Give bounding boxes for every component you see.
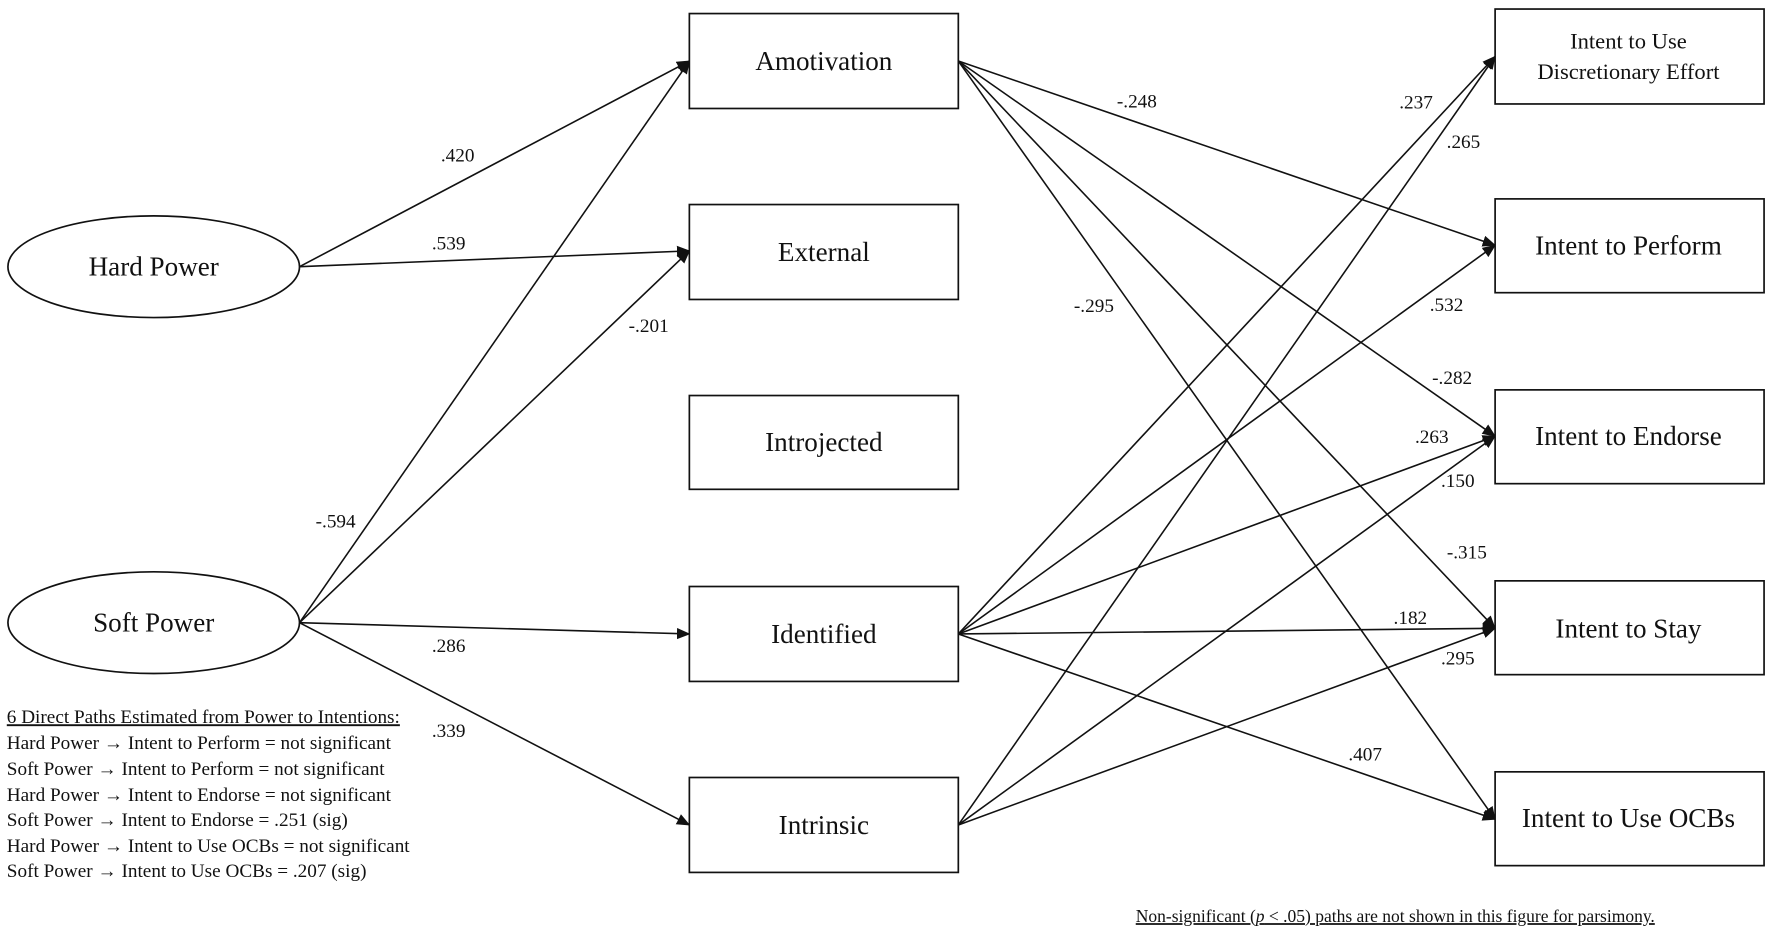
path-arrows: [298, 55, 1497, 826]
path-coefficient: .150: [1441, 471, 1475, 492]
path-coefficient: .182: [1394, 608, 1428, 629]
path-arrow-soft-power-to-amotivation: [298, 60, 691, 624]
footnote: Non-significant (p < .05) paths are not …: [1136, 906, 1655, 926]
path-coefficient: -.295: [1074, 296, 1114, 317]
path-coefficient: .263: [1415, 427, 1449, 448]
path-arrow-amotivation-to-endorse: [957, 60, 1497, 437]
path-arrow-hard-power-to-amotivation: [299, 60, 691, 268]
path-coefficient: .265: [1447, 132, 1481, 153]
node-identified: Identified: [688, 585, 960, 683]
path-coefficients: .420 .539 -.594 -.201 .286 .339 -.248 -.282 -.31…: [316, 91, 1487, 765]
legend-line: Soft Power → Intent to Perform = not sig…: [7, 759, 385, 780]
footnote-italic: p: [1254, 906, 1265, 926]
node-soft-power: Soft Power: [7, 570, 301, 675]
node-external: External: [688, 203, 960, 301]
node-label: Intrinsic: [779, 810, 869, 840]
node-label: Identified: [771, 619, 877, 649]
path-arrow-identified-to-discretionary: [957, 55, 1496, 635]
node-label: Intent to Stay: [1555, 613, 1702, 643]
path-coefficient: -.594: [316, 512, 356, 533]
node-label: Hard Power: [89, 252, 219, 282]
path-arrow-intrinsic-to-discretionary: [957, 55, 1496, 826]
node-hard-power: Hard Power: [7, 214, 301, 319]
legend-title: 6 Direct Paths Estimated from Power to I…: [7, 707, 400, 728]
node-amotivation: Amotivation: [688, 12, 960, 110]
node-label: Intent to Perform: [1535, 230, 1722, 260]
footnote-after: < .05) paths are not shown in this figur…: [1265, 906, 1655, 926]
node-intent-to-endorse: Intent to Endorse: [1494, 389, 1765, 485]
path-arrow-amotivation-to-perform: [958, 60, 1497, 247]
legend-line: Hard Power → Intent to Perform = not sig…: [7, 733, 392, 754]
node-label: Amotivation: [755, 46, 892, 76]
path-coefficient: .339: [432, 721, 466, 742]
node-label-line2: Discretionary Effort: [1537, 59, 1720, 84]
path-arrow-identified-to-endorse: [958, 435, 1497, 635]
node-intent-to-stay: Intent to Stay: [1494, 580, 1765, 676]
path-coefficient: -.248: [1117, 91, 1157, 112]
node-discretionary-effort: Intent to Use Discretionary Effort: [1494, 8, 1765, 105]
node-label: Introjected: [765, 427, 883, 457]
path-coefficient: -.201: [629, 316, 669, 337]
path-coefficient: .532: [1430, 295, 1464, 316]
node-label: External: [778, 237, 870, 267]
path-arrow-soft-power-to-intrinsic: [299, 621, 691, 826]
node-intent-to-perform: Intent to Perform: [1494, 198, 1765, 294]
legend-line: Soft Power → Intent to Use OCBs = .207 (…: [7, 861, 367, 882]
nodes: Hard Power Soft Power Amotivation Extern…: [7, 8, 1765, 874]
path-coefficient: -.282: [1432, 368, 1472, 389]
legend-line: Hard Power → Intent to Endorse = not sig…: [7, 785, 392, 806]
node-label: Intent to Endorse: [1535, 421, 1722, 451]
node-intrinsic: Intrinsic: [688, 776, 960, 874]
path-arrow-hard-power-to-external: [299, 245, 691, 268]
node-label-line1: Intent to Use: [1570, 29, 1687, 54]
path-coefficient: .420: [441, 146, 475, 167]
path-arrow-intrinsic-to-endorse: [957, 435, 1497, 826]
legend: 6 Direct Paths Estimated from Power to I…: [7, 707, 411, 882]
path-arrow-soft-power-to-external: [298, 250, 691, 624]
path-coefficient: .539: [432, 234, 466, 255]
path-coefficient: .295: [1441, 648, 1475, 669]
node-label: Soft Power: [93, 608, 214, 638]
legend-line: Soft Power → Intent to Endorse = .251 (s…: [7, 810, 348, 831]
legend-line: Hard Power → Intent to Use OCBs = not si…: [7, 836, 411, 857]
path-coefficient: -.315: [1447, 542, 1487, 563]
node-label: Intent to Use OCBs: [1522, 803, 1735, 833]
node-introjected: Introjected: [688, 394, 960, 491]
path-coefficient: .407: [1348, 745, 1382, 766]
path-arrow-intrinsic-to-stay: [958, 627, 1497, 826]
path-coefficient: .286: [432, 636, 466, 657]
path-coefficient: .237: [1399, 92, 1433, 113]
node-intent-to-use-ocbs: Intent to Use OCBs: [1494, 770, 1765, 867]
path-arrow-soft-power-to-identified: [299, 621, 691, 640]
footnote-before: Non-significant (: [1136, 906, 1256, 926]
